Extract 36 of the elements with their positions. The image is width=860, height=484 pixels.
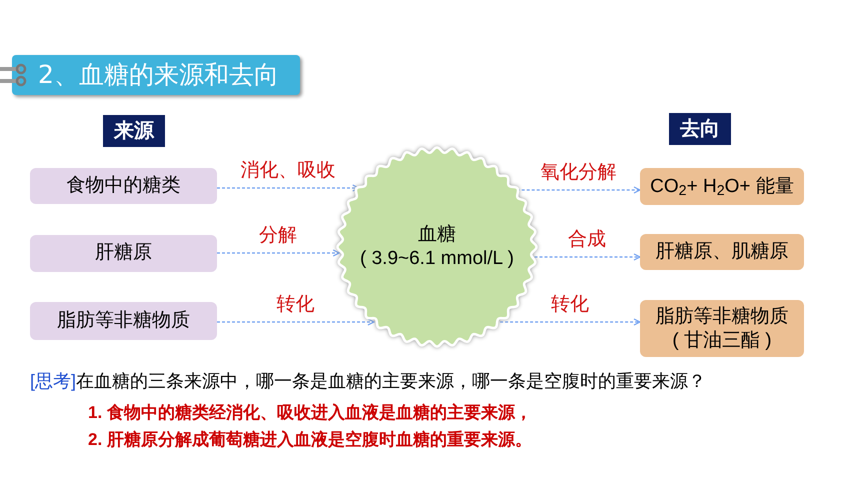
answer-text: 1. 食物中的糖类经消化、吸收进入血液是血糖的主要来源， (88, 402, 532, 424)
question-text: 在血糖的三条来源中，哪一条是血糖的主要来源，哪一条是空腹时的重要来源？ (76, 370, 706, 393)
edge-label: 转化 (549, 295, 592, 314)
node-text: 来源 (114, 119, 154, 144)
node-text: 肝糖原 (95, 241, 152, 266)
node-text: ( 3.9~6.1 mmol/L ) (360, 247, 514, 271)
destination-box (640, 168, 804, 205)
node-text: 血糖 (418, 223, 456, 247)
destination-box (640, 234, 804, 270)
edge-label: 氧化分解 (538, 163, 618, 182)
edge-label: 分解 (257, 226, 300, 245)
source-box (30, 235, 217, 272)
arrow (217, 249, 340, 257)
arrow (217, 184, 360, 192)
arrow (500, 318, 641, 326)
node-text: 去向 (680, 117, 720, 142)
think-tag: [思考] (30, 368, 76, 395)
arrow (534, 253, 641, 261)
source-box (30, 168, 217, 204)
edge-label: 合成 (566, 230, 608, 249)
title-banner: 2、血糖的来源和去向 (12, 55, 300, 95)
edge-label: 转化 (274, 295, 316, 314)
heading-tag (103, 115, 165, 147)
edge-label: 消化、吸收 (238, 161, 338, 180)
node-text: 脂肪等非糖物质 (656, 304, 788, 328)
answer-text: 2. 肝糖原分解成葡萄糖进入血液是空腹时血糖的重要来源。 (88, 429, 532, 451)
node-text: 肝糖原、肌糖原 (656, 240, 788, 264)
destination-box (640, 300, 804, 357)
node-text: 脂肪等非糖物质 (57, 308, 190, 333)
node-text: ( 甘油三酯 ) (672, 328, 772, 352)
node-text: 食物中的糖类 (66, 174, 180, 198)
node-text: CO$_{2}$+ H$_{2}$O+ 能量 (650, 174, 794, 198)
heading-tag (669, 113, 731, 145)
arrow (516, 186, 641, 194)
source-box (30, 302, 217, 340)
arrow (217, 318, 375, 326)
